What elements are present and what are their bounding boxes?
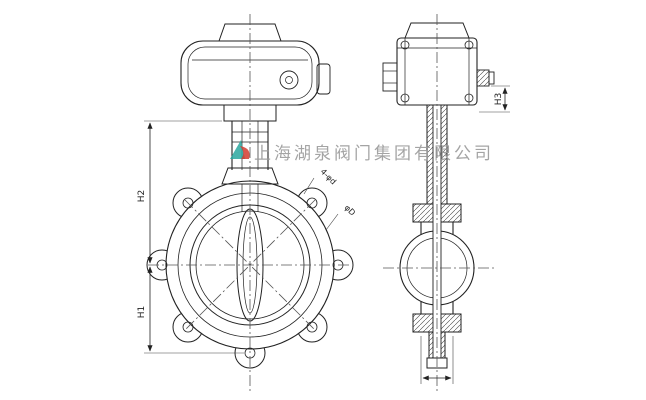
watermark-text: 上海湖泉阀门集团有限公司 xyxy=(254,144,494,164)
callout-bore-diameter: φD xyxy=(343,203,357,217)
cable-gland xyxy=(382,62,398,92)
dimension-h2: H2 xyxy=(137,190,147,203)
override-shaft xyxy=(476,69,490,87)
company-logo-icon xyxy=(230,140,250,159)
company-watermark: 上海湖泉阀门集团有限公司 xyxy=(230,140,494,164)
actuator-indicator xyxy=(279,70,299,90)
side-centerlines xyxy=(383,14,497,394)
actuator-connector-front xyxy=(316,63,331,95)
stem-pad-front xyxy=(221,167,279,185)
side-view xyxy=(382,22,495,369)
callout-bolt-holes: 4-φd xyxy=(319,167,338,186)
dimension-h3: H3 xyxy=(494,93,504,106)
dimension-h1: H1 xyxy=(137,306,147,319)
front-centerlines xyxy=(148,14,352,392)
side-dimensions: H3 xyxy=(420,85,510,384)
actuator-corner-bolts xyxy=(400,40,474,103)
